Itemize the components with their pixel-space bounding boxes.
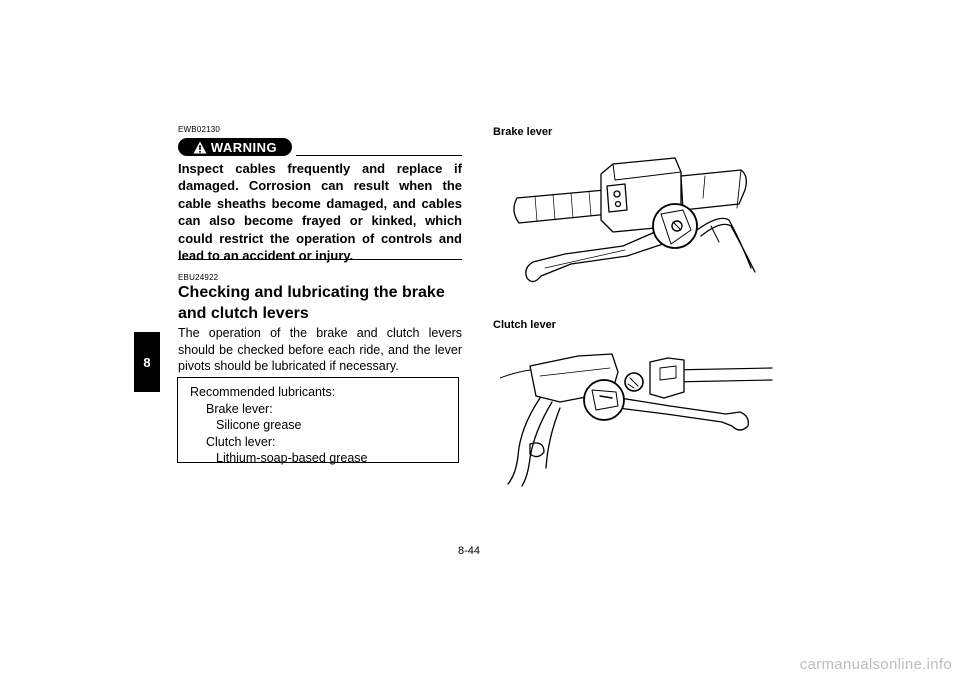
lubricants-heading: Recommended lubricants: (190, 385, 336, 399)
chapter-number: 8 (143, 354, 151, 370)
clutch-lever-illustration (500, 353, 773, 487)
brake-lever-label: Brake lever: (206, 401, 273, 416)
warning-text: Inspect cables frequently and replace if… (178, 161, 462, 264)
warning-rule-bottom (178, 259, 462, 260)
clutch-lever-lubricant: Lithium-soap-based grease (216, 451, 368, 465)
clutch-lever-label: Clutch lever: (206, 434, 276, 449)
watermark: carmanualsonline.info (799, 656, 952, 673)
chapter-tab: 8 (134, 332, 160, 392)
warning-code: EWB02130 (178, 125, 221, 134)
lubricants-box: Recommended lubricants: Brake lever: Sil… (177, 377, 459, 465)
warning-label: WARNING (210, 139, 278, 155)
section-body: The operation of the brake and clutch le… (178, 326, 462, 373)
section-code: EBU24922 (178, 273, 219, 282)
clutch-lever-caption: Clutch lever (493, 319, 556, 331)
brake-lever-illustration (513, 157, 756, 283)
warning-rule-top (296, 155, 462, 156)
page-number: 8-44 (458, 545, 481, 557)
brake-lever-lubricant: Silicone grease (216, 418, 302, 432)
section-title: Checking and lubricating the brake and c… (178, 284, 445, 322)
brake-lever-caption: Brake lever (493, 126, 553, 138)
warning-icon (193, 141, 207, 153)
warning-badge: WARNING (178, 138, 292, 156)
